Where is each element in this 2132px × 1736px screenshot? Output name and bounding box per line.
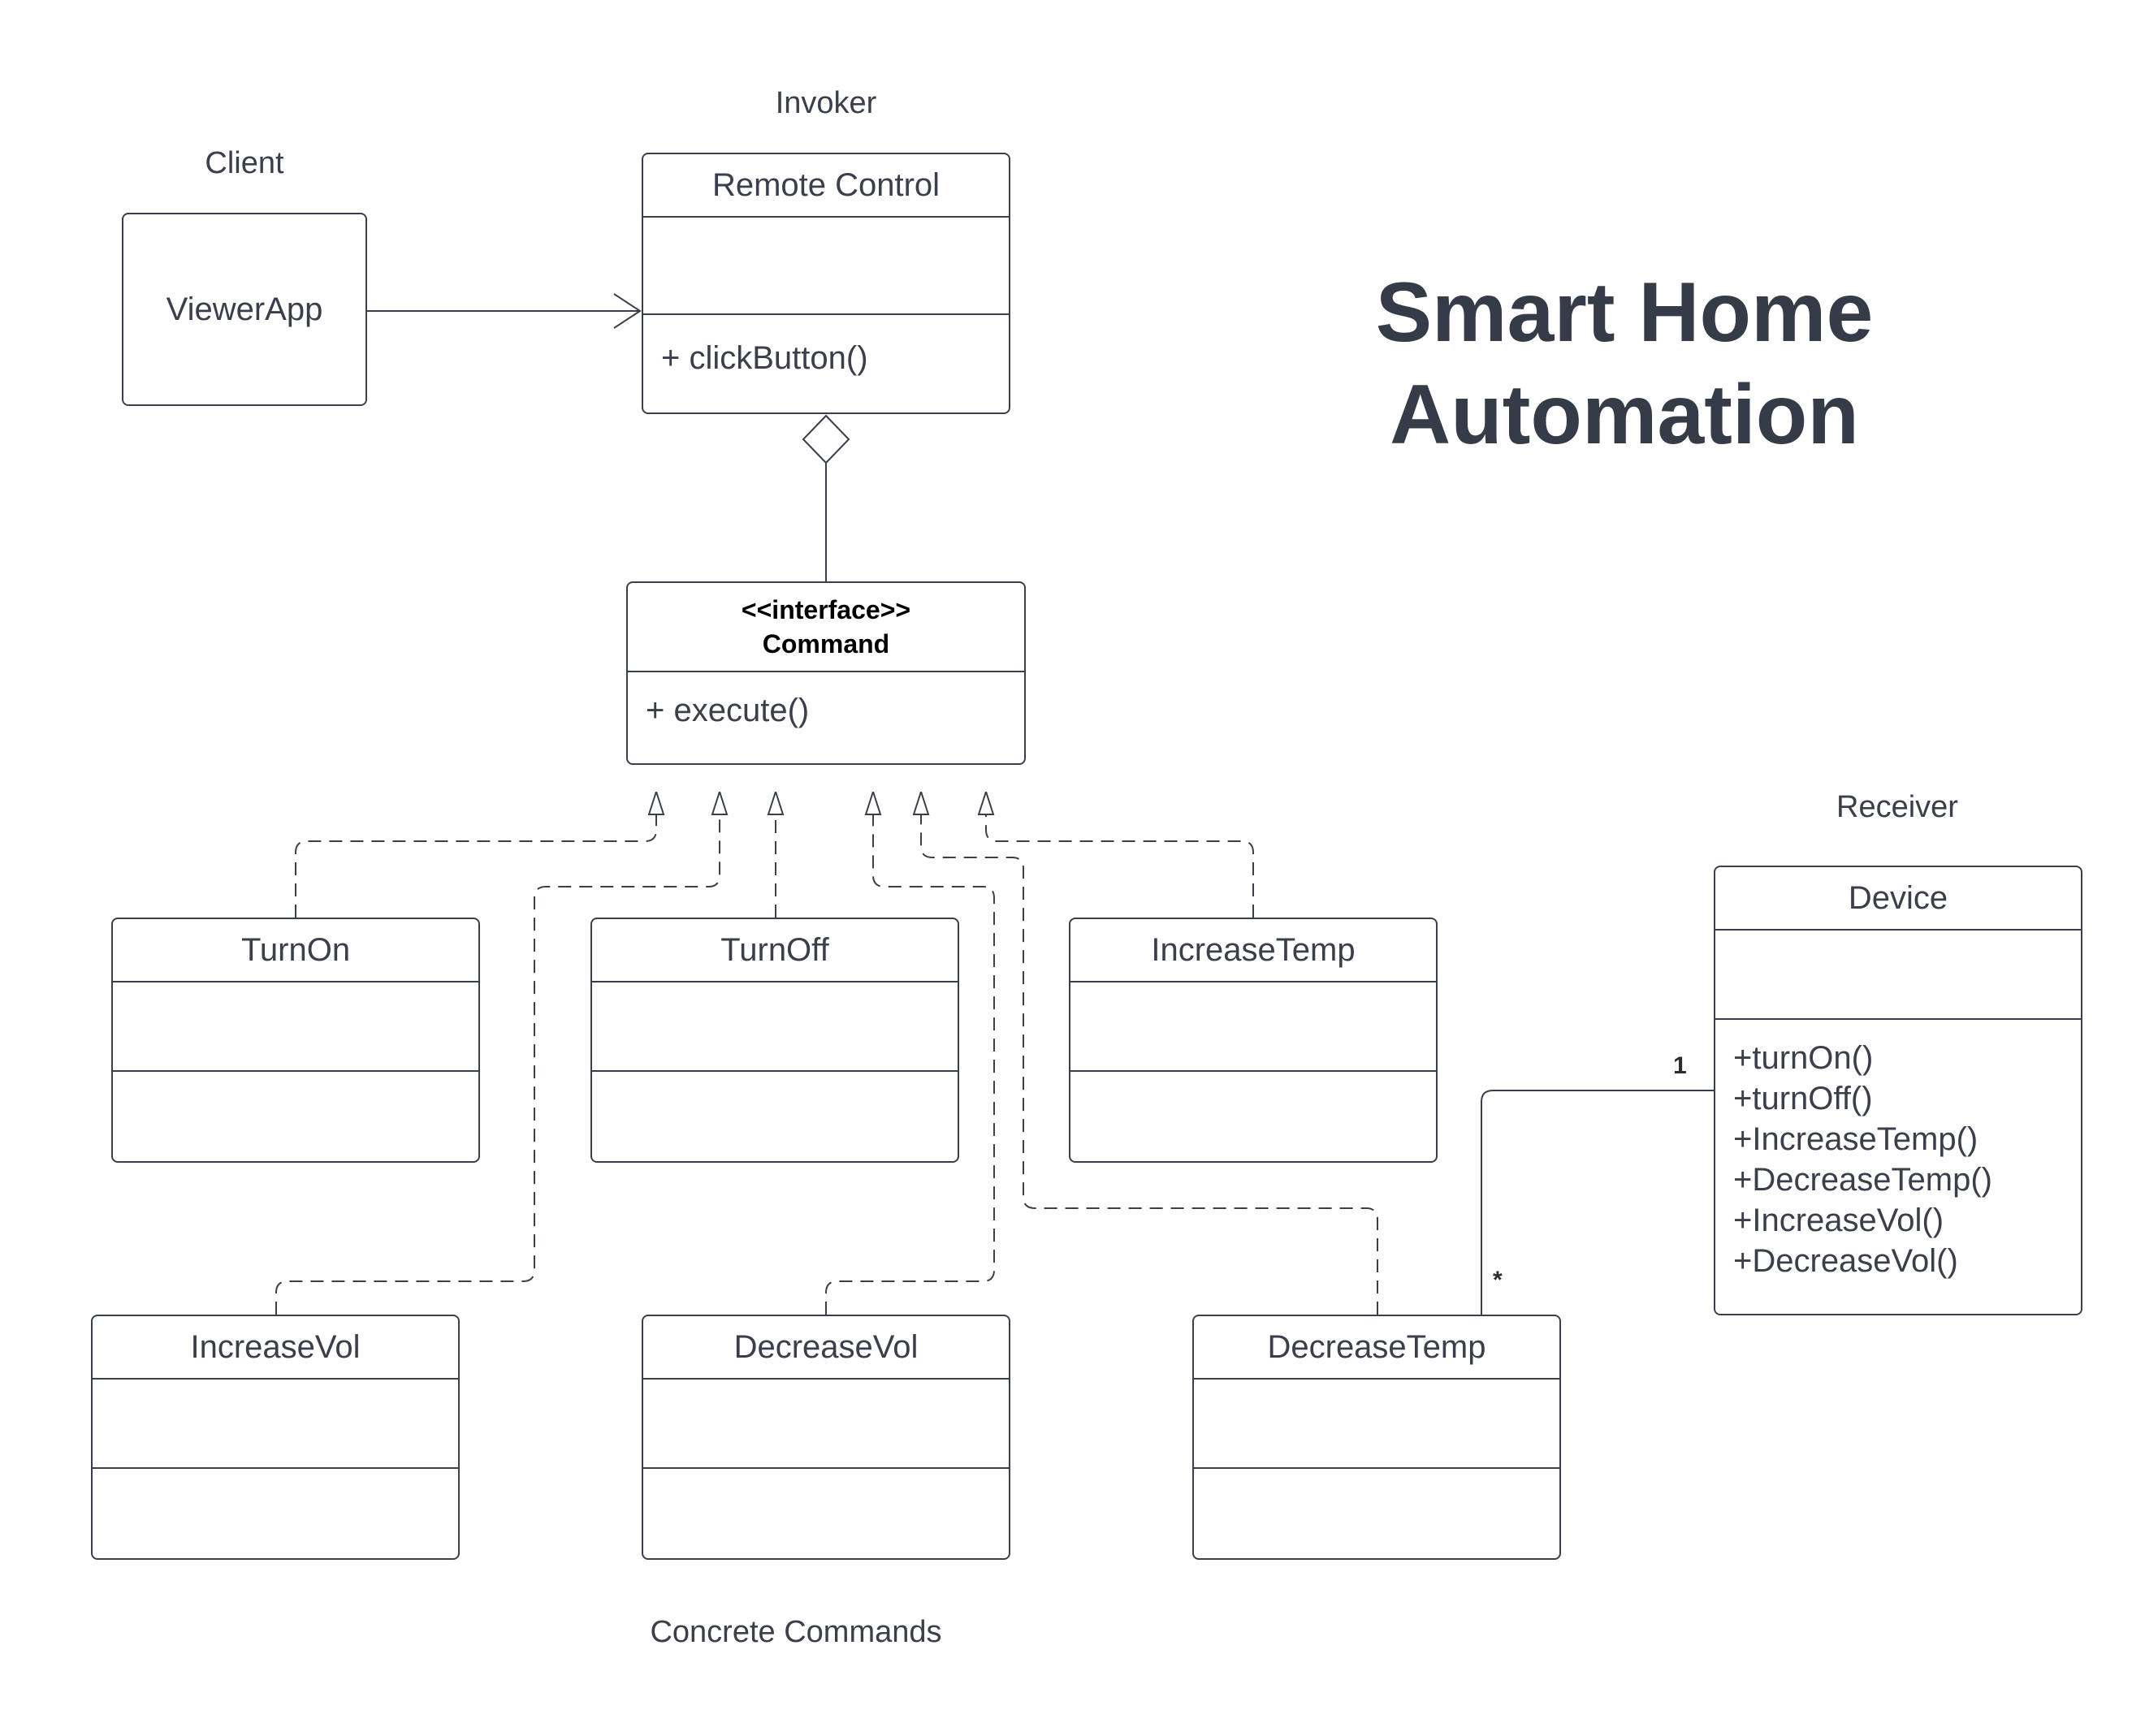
invoker-operations: + clickButton() — [643, 315, 1009, 412]
concrete-command-attributes — [592, 982, 958, 1072]
concrete-command-increasetemp[interactable]: IncreaseTemp — [1069, 918, 1438, 1163]
concrete-command-name: DecreaseVol — [643, 1316, 1009, 1380]
receiver-operation: +DecreaseVol() — [1733, 1243, 1958, 1279]
concrete-command-name: TurnOn — [113, 919, 478, 982]
role-label-client: Client — [205, 146, 284, 180]
title-line-1: Smart Home — [1375, 266, 1874, 360]
concrete-command-decreasetemp[interactable]: DecreaseTemp — [1192, 1315, 1561, 1560]
invoker-class-box[interactable]: Remote Control + clickButton() — [642, 153, 1010, 414]
realization-decreasevol — [825, 792, 995, 1315]
concrete-command-name: TurnOff — [592, 919, 958, 982]
concrete-command-attributes — [1070, 982, 1436, 1072]
role-label-invoker: Invoker — [775, 86, 877, 120]
concrete-command-attributes — [93, 1380, 458, 1469]
concrete-command-name: DecreaseTemp — [1194, 1316, 1559, 1380]
invoker-class-name: Remote Control — [643, 154, 1009, 218]
title-line-2: Automation — [1390, 368, 1859, 462]
command-operations: + execute() — [628, 672, 1024, 763]
client-invoker-arrowhead — [613, 293, 642, 329]
concrete-command-turnoff[interactable]: TurnOff — [590, 918, 959, 1163]
receiver-operation: +IncreaseVol() — [1733, 1203, 1944, 1238]
receiver-operation: +IncreaseTemp() — [1733, 1121, 1978, 1157]
concrete-command-name: IncreaseTemp — [1070, 919, 1436, 982]
realization-increasevol — [275, 792, 720, 1315]
role-label-receiver: Receiver — [1836, 790, 1958, 824]
multiplicity-command-end: * — [1493, 1267, 1503, 1293]
receiver-class-name: Device — [1715, 867, 2081, 931]
concrete-command-attributes — [643, 1380, 1009, 1469]
association-line — [1481, 1090, 1714, 1315]
concrete-command-turnon[interactable]: TurnOn — [111, 918, 480, 1163]
concrete-command-attributes — [1194, 1380, 1559, 1469]
command-interface-header: <<interface>> Command — [628, 583, 1024, 672]
concrete-command-decreasevol[interactable]: DecreaseVol — [642, 1315, 1010, 1560]
invoker-attributes — [643, 218, 1009, 315]
realization-turnon — [295, 792, 656, 918]
aggregation-diamond — [802, 414, 850, 464]
multiplicity-receiver-end: 1 — [1673, 1052, 1687, 1079]
receiver-operation: +turnOff() — [1733, 1081, 1873, 1116]
command-stereotype: <<interface>> — [741, 595, 911, 624]
realization-increasetemp — [986, 792, 1254, 918]
receiver-operation: +DecreaseTemp() — [1733, 1162, 1993, 1198]
realization-decreasetemp — [921, 792, 1378, 1315]
invoker-operation: + clickButton() — [661, 340, 868, 376]
client-class-name: ViewerApp — [166, 291, 323, 327]
receiver-class-box[interactable]: Device +turnOn() +turnOff() +IncreaseTem… — [1714, 866, 2082, 1315]
diagram-title: Smart Home Automation — [1332, 261, 1917, 466]
role-label-concrete-commands: Concrete Commands — [650, 1615, 942, 1649]
command-interface-name: Command — [762, 629, 890, 659]
command-operation: + execute() — [646, 693, 810, 728]
concrete-command-name: IncreaseVol — [93, 1316, 458, 1380]
concrete-command-attributes — [113, 982, 478, 1072]
receiver-attributes — [1715, 931, 2081, 1020]
command-interface-box[interactable]: <<interface>> Command + execute() — [626, 581, 1026, 765]
receiver-operation: +turnOn() — [1733, 1040, 1874, 1076]
concrete-command-increasevol[interactable]: IncreaseVol — [91, 1315, 460, 1560]
receiver-operations: +turnOn() +turnOff() +IncreaseTemp() +De… — [1715, 1020, 2081, 1314]
client-class-box[interactable]: ViewerApp — [122, 213, 367, 406]
